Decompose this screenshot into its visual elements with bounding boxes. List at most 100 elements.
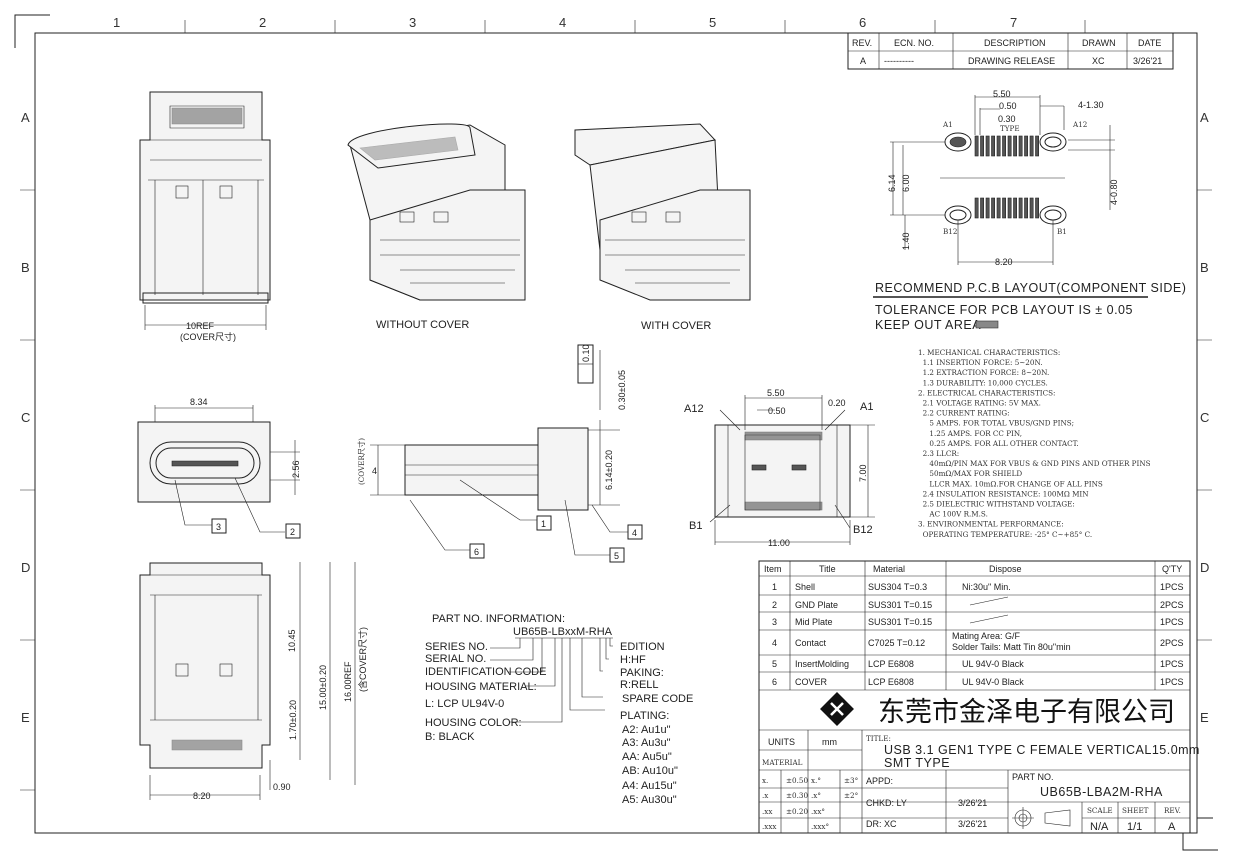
bom-cell: 2PCS [1160,638,1184,648]
part-info-right-item: A2: Au1u" [622,724,671,736]
bom-header: Dispose [989,564,1022,574]
note-line: 2.2 CURRENT RATING: [918,409,1010,418]
fp-label-b12: B12 [853,524,873,536]
front-view: 8.34 2.56 3 2 [137,397,301,539]
bom-cell: 1PCS [1160,617,1184,627]
dim-bottom-width: 8.20 [193,791,211,801]
rev-header: REV. [852,38,872,48]
pcb-label-b1: B1 [1057,227,1067,236]
part-info-right-item: H:HF [620,654,646,666]
company-logo [820,692,854,726]
units-label: UNITS [768,737,795,747]
pcb-dim-0-30: 0.30 [998,114,1016,124]
dr-label: DR: XC [866,819,897,829]
pcb-pad [1007,197,1012,219]
balloon-4-label: 4 [632,528,637,538]
dim-side-height: 6.14±0.20 [604,450,614,490]
title-label: TITLE: [866,734,891,743]
dim-cover-height: 4 [372,466,377,476]
pcb-pad [980,135,985,157]
tolerance-cell: .xx° [811,807,825,816]
bom-cell: 1PCS [1160,659,1184,669]
fp-label-b1: B1 [689,520,702,532]
part-info-right-item: AA: Au5u" [622,751,672,763]
bom-cell: GND Plate [795,600,838,610]
bom-cell: LCP E6808 [868,659,914,669]
tolerance-cell: .x [762,791,768,800]
company-row: 东莞市金泽电子有限公司 [759,692,1190,731]
grid-row-c: C [21,410,30,425]
pcb-layout-title: RECOMMEND P.C.B LAYOUT(COMPONENT SIDE) [875,281,1186,295]
bom-cell: LCP E6808 [868,677,914,687]
bom-cell: Shell [795,582,815,592]
grid-row-a: A [21,110,30,125]
grid-col-2: 2 [259,15,266,30]
label-with-cover: WITH COVER [641,320,711,332]
part-info-left-item: L: LCP UL94V-0 [425,698,504,710]
tolerance-cell: ±0.50 [786,776,808,785]
part-info-title: PART NO. INFORMATION: [432,613,565,625]
dim-fp-height: 7.00 [858,464,868,482]
dr-date: 3/26'21 [958,819,987,829]
dim-fp-p2: 0.50 [768,406,786,416]
dim-fp-width: 11.00 [768,538,790,548]
bom-cell: Contact [795,638,827,648]
bom-cell: 2 [772,600,777,610]
grid-row-e-right: E [1200,710,1209,725]
keepout-swatch [975,320,999,329]
pcb-pad [974,135,979,157]
pcb-label-b12: B12 [943,227,957,236]
balloon-6 [469,543,485,559]
fp-label-a12: A12 [684,403,704,415]
note-line: OPERATING TEMPERATURE: -25° C~+85° C. [918,530,1092,539]
pcb-pad [1013,197,1018,219]
pcb-tolerance: TOLERANCE FOR PCB LAYOUT IS ± 0.05 [875,303,1133,317]
footprint-view: 5.50 0.50 0.20 A12 A1 7.00 B1 B12 11.00 [684,388,875,548]
tolerance-cell: .xxx [762,822,776,831]
dim-h1: 10.45 [287,629,297,652]
pcb-pad [974,197,979,219]
note-line: 2.4 INSULATION RESISTANCE: 100MΩ MIN [918,489,1089,498]
bom-cell: SUS301 T=0.15 [868,600,932,610]
tolerance-cell: ±2° [844,791,858,800]
bom-cell: 4 [772,638,777,648]
note-line: 1.1 INSERTION FORCE: 5~20N. [918,358,1043,367]
pcb-pad [996,197,1001,219]
dim-cover-note: (COVER尺寸) [357,438,366,485]
pcb-pad [1018,135,1023,157]
pcb-pad [1035,135,1040,157]
part-info-left-item: HOUSING MATERIAL: [425,681,537,693]
pcb-pad [1024,135,1029,157]
fp-label-a1: A1 [860,401,873,413]
pcb-pad [1018,197,1023,219]
pcb-layout: 5.50 0.50 0.30 TYPE 4-1.30 4-0.80 6.14 6… [873,89,1186,332]
pcb-pad [985,135,990,157]
note-line: 1.2 EXTRACTION FORCE: 8~20N. [918,368,1049,377]
pcb-pad [1007,135,1012,157]
notes-block: 1. MECHANICAL CHARACTERISTICS: 1.1 INSER… [918,348,1151,539]
pcb-dim-8-20: 8.20 [995,257,1013,267]
grid-col-6: 6 [859,15,866,30]
note-line: 1.3 DURABILITY: 10,000 CYCLES. [918,378,1048,387]
bom-cell: 2PCS [1160,600,1184,610]
tolerance-cell: .xx [762,807,772,816]
part-info-left-item: B: BLACK [425,731,475,743]
pcb-label-a12: A12 [1072,120,1087,129]
projection-symbol-icon [1012,807,1071,829]
part-info-left-item: SERIAL NO. [425,653,486,665]
balloon-2-label: 2 [290,527,295,537]
date-value: 3/26'21 [1133,56,1162,66]
note-line: 2.3 LLCR: [918,449,959,458]
pcb-pad [1035,197,1040,219]
pcb-pad [1002,135,1007,157]
pcb-pad [1029,197,1034,219]
tolerance-cell: ±3° [844,776,858,785]
part-info-code: UB65B-LBxxM-RHA [513,626,613,638]
bom-cell: Mid Plate [795,617,833,627]
bom-cell: 3 [772,617,777,627]
bom-cell: UL 94V-0 Black [962,677,1024,687]
view-with-cover: WITH COVER [574,123,751,332]
